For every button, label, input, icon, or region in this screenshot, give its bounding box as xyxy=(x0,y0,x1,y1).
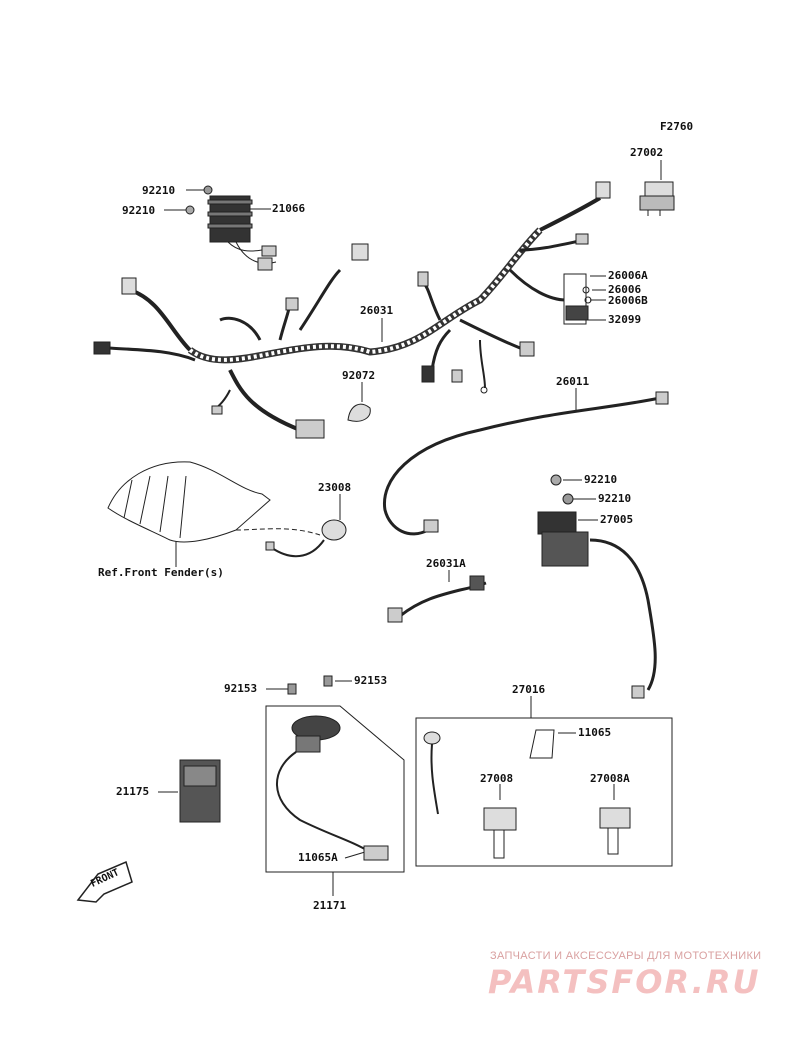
bolt-92153b xyxy=(323,675,333,687)
label-92072: 92072 xyxy=(342,369,376,382)
watermark-tagline: ЗАПЧАСТИ И АКСЕССУАРЫ ДЛЯ МОТОТЕХНИКИ xyxy=(490,950,762,962)
nut-92210c xyxy=(550,474,562,486)
kit-box-21171 xyxy=(265,705,405,873)
label-21175: 21175 xyxy=(116,785,150,798)
label-27005: 27005 xyxy=(600,513,634,526)
label-92210d: 92210 xyxy=(598,492,632,505)
leader-11065A xyxy=(344,851,366,859)
label-26006: 26006 xyxy=(608,283,642,296)
front-arrow xyxy=(76,860,133,903)
relay-27002 xyxy=(639,181,675,216)
lamp-23008 xyxy=(265,519,347,558)
label-26031: 26031 xyxy=(360,304,394,317)
switch-assembly-32099 xyxy=(563,273,592,325)
label-92210c: 92210 xyxy=(584,473,618,486)
label-27016: 27016 xyxy=(512,683,546,696)
bolt-92153a xyxy=(287,683,297,695)
label-27008A: 27008A xyxy=(590,772,630,785)
main-harness-26031 xyxy=(93,181,611,439)
watermark-logo: PARTSFOR.RU xyxy=(488,963,761,1001)
ignition-switch-27005 xyxy=(537,511,657,699)
regulator-21066 xyxy=(207,195,277,271)
label-92210b: 92210 xyxy=(122,204,156,217)
kit-box-27016 xyxy=(415,717,673,867)
ecu-21175 xyxy=(179,759,221,823)
figure-id: F2760 xyxy=(660,120,694,133)
label-23008: 23008 xyxy=(318,481,352,494)
label-26006B: 26006B xyxy=(608,294,648,307)
label-26011: 26011 xyxy=(556,375,590,388)
label-21171: 21171 xyxy=(313,899,347,912)
nut-92210b xyxy=(185,205,195,215)
label-26006A: 26006A xyxy=(608,269,648,282)
front-fender-ref xyxy=(107,461,321,543)
nut-92210a xyxy=(203,185,213,195)
label-27002: 27002 xyxy=(630,146,664,159)
label-92153b: 92153 xyxy=(354,674,388,687)
label-27008: 27008 xyxy=(480,772,514,785)
label-11065A: 11065A xyxy=(298,851,338,864)
label-26031A: 26031A xyxy=(426,557,466,570)
label-92153a: 92153 xyxy=(224,682,258,695)
label-11065: 11065 xyxy=(578,726,612,739)
nut-92210d xyxy=(562,493,574,505)
clamp-92072 xyxy=(347,403,371,422)
sub-harness-26031A xyxy=(387,575,487,623)
lead-26011 xyxy=(382,396,661,536)
label-92210a: 92210 xyxy=(142,184,176,197)
label-32099: 32099 xyxy=(608,313,642,326)
label-21066: 21066 xyxy=(272,202,306,215)
label-ref-front-fender: Ref.Front Fender(s) xyxy=(98,566,224,579)
